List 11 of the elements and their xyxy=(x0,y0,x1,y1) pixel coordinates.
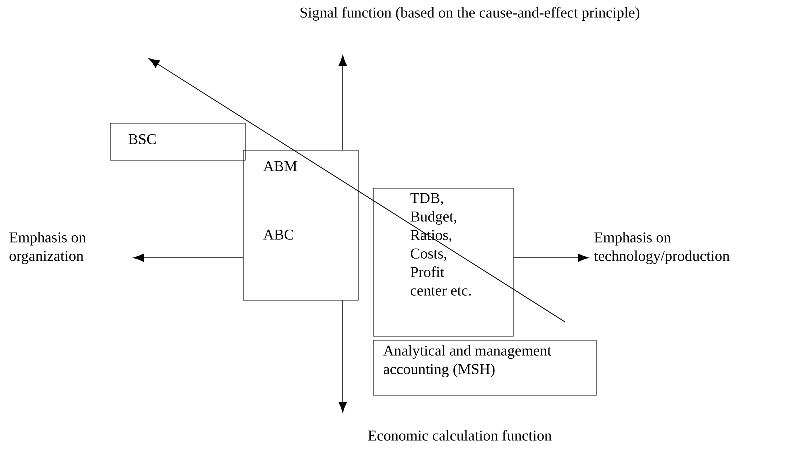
axis-arrow xyxy=(513,254,589,262)
axis-label: Emphasis on organization xyxy=(10,232,86,264)
bsc-box: BSC xyxy=(110,123,246,161)
axis-arrow xyxy=(338,55,348,150)
abm-abc-box: ABM ABC xyxy=(243,150,359,301)
axis-label: Economic calculation function xyxy=(368,430,552,441)
accounting-box: Analytical and management accounting (MSH) xyxy=(373,340,597,396)
axis-arrow xyxy=(134,254,244,262)
axis-label: Emphasis on technology/production xyxy=(594,232,730,264)
axis-arrow xyxy=(338,300,348,413)
axis-label: Signal function (based on the cause-and-effect principle) xyxy=(300,7,640,21)
